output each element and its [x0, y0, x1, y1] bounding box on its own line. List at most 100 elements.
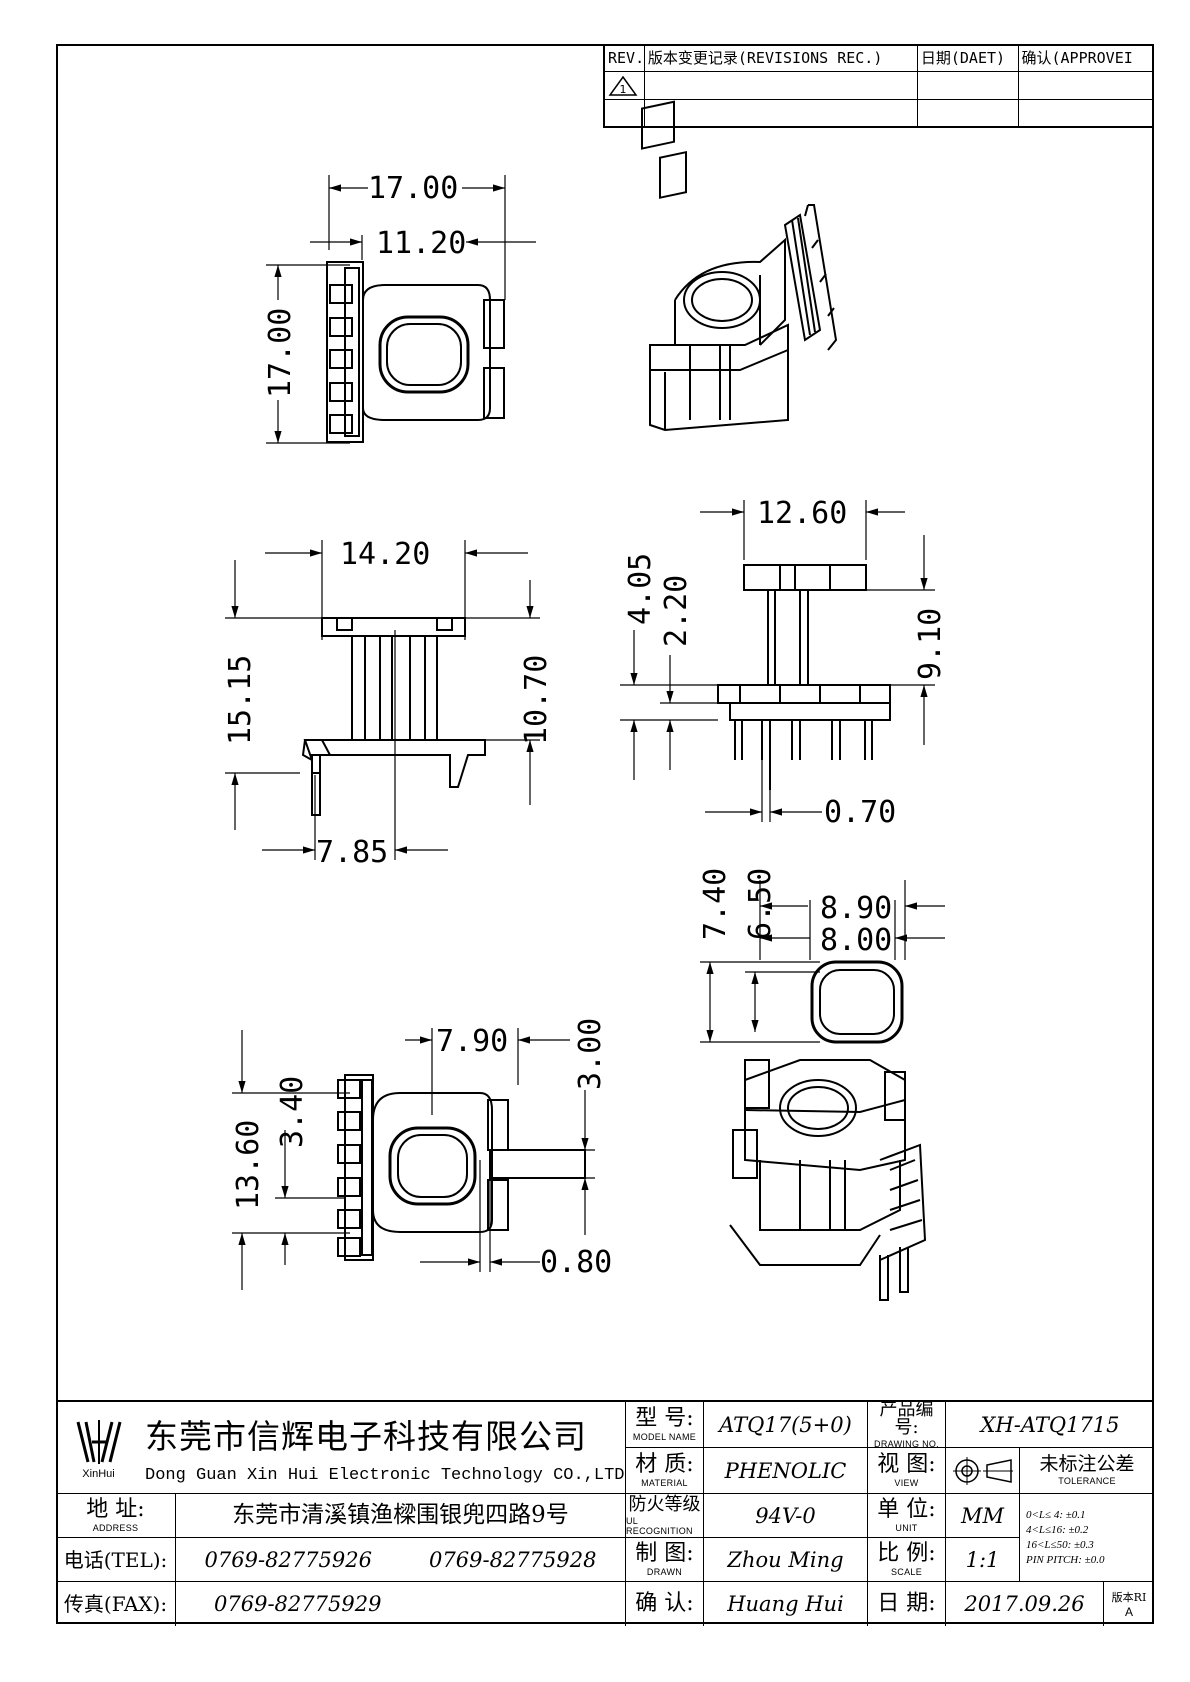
drawn-label-cell: 制 图: DRAWN — [626, 1538, 704, 1582]
tel-label-cell: 电话(TEL): — [56, 1538, 176, 1582]
scale-label-cell: 比 例: SCALE — [868, 1538, 946, 1582]
dim-window-inner-height: 6.50 — [743, 868, 778, 940]
model-value-cell: ATQ17(5+0) — [704, 1402, 868, 1448]
view-label-en: VIEW — [894, 1477, 919, 1488]
drawing-no-label-cell: 产品编号: DRAWING NO. — [868, 1402, 946, 1448]
fax-label: 传真(FAX): — [63, 1592, 168, 1616]
version-cell: 版本RI A — [1104, 1582, 1154, 1626]
revision-date-cell — [918, 100, 1019, 128]
unit-value: MM — [960, 1503, 1004, 1528]
revision-triangle-icon: 1 — [605, 72, 645, 99]
dim-bottom-gap: 3.00 — [573, 1018, 608, 1090]
drawing-no-value: XH-ATQ1715 — [980, 1412, 1120, 1437]
view-label: 视 图: — [877, 1451, 936, 1477]
company-logo: XinHui — [56, 1402, 141, 1493]
revision-cell — [645, 72, 918, 99]
tolerance-label-cell: 未标注公差 TOLERANCE — [1020, 1448, 1154, 1494]
dim-front-width: 14.20 — [340, 537, 430, 572]
tel-label: 电话(TEL): — [63, 1547, 168, 1572]
date-col-header: 日期(DAET) — [918, 44, 1019, 71]
material-label-en: MATERIAL — [641, 1477, 688, 1488]
drawing-no-label: 产品编号: — [879, 1402, 934, 1438]
unit-label-cell: 单 位: UNIT — [868, 1494, 946, 1538]
dim-side-width: 12.60 — [757, 496, 847, 531]
approve-col-header: 确认(APPROVEI — [1021, 49, 1133, 67]
projection-symbol-cell — [946, 1448, 1020, 1494]
scale-value: 1:1 — [965, 1547, 1000, 1572]
drawn-label: 制 图: — [635, 1540, 694, 1566]
tel-value-cell: 0769-82775926 0769-82775928 — [176, 1538, 626, 1582]
date-value: 2017.09.26 — [964, 1592, 1085, 1616]
model-label: 型 号: — [635, 1405, 694, 1431]
tolerance-row: 0<L≤ 4: ±0.1 — [1026, 1508, 1086, 1521]
tolerance-table: 0<L≤ 4: ±0.1 4<L≤16: ±0.2 16<L≤50: ±0.3 … — [1020, 1494, 1154, 1582]
address-label-en: ADDRESS — [92, 1522, 139, 1533]
unit-label: 单 位: — [877, 1496, 936, 1522]
drawing-no-value-cell: XH-ATQ1715 — [946, 1402, 1154, 1448]
fax-label-cell: 传真(FAX): — [56, 1582, 176, 1626]
tolerance-label-en: TOLERANCE — [1058, 1476, 1116, 1486]
company-name-en: Dong Guan Xin Hui Electronic Technology … — [145, 1466, 625, 1485]
revisions-col-header: 版本变更记录(REVISIONS REC.) — [645, 44, 918, 71]
model-label-en: MODEL NAME — [632, 1431, 697, 1442]
dim-front-flange: 10.70 — [519, 655, 554, 745]
ul-label-cell: 防火等级 UL RECOGNITION — [626, 1494, 704, 1538]
material-value-cell: PHENOLIC — [704, 1448, 868, 1494]
title-block: XinHui 东莞市信辉电子科技有限公司 Dong Guan Xin Hui E… — [56, 1400, 1154, 1626]
confirm-value-cell: Huang Hui — [704, 1582, 868, 1626]
address-value: 东莞市清溪镇渔樑围银兜四路9号 — [232, 1502, 569, 1528]
fax-value: 0769-82775929 — [214, 1592, 382, 1616]
address-label: 地 址: — [86, 1496, 145, 1522]
dim-window-outer-width: 8.90 — [820, 891, 892, 926]
drawn-label-en: DRAWN — [646, 1566, 683, 1577]
address-value-cell: 东莞市清溪镇渔樑围银兜四路9号 — [176, 1494, 626, 1538]
revision-cell — [645, 100, 918, 128]
top-view: 17.00 11.20 17.00 — [263, 171, 536, 444]
scale-label-en: SCALE — [890, 1566, 922, 1577]
scale-label: 比 例: — [877, 1540, 936, 1566]
tolerance-row: 16<L≤50: ±0.3 — [1026, 1538, 1094, 1551]
tel-value-1: 0769-82775926 — [204, 1547, 372, 1572]
material-label: 材 质: — [635, 1451, 694, 1477]
dim-bottom-width: 7.90 — [436, 1024, 508, 1059]
date-value-cell: 2017.09.26 — [946, 1582, 1104, 1626]
drawing-sheet-border — [56, 44, 1154, 1624]
bottom-view: 7.90 3.00 13.60 3.40 0.80 — [231, 1018, 612, 1290]
confirm-label: 确 认: — [635, 1591, 694, 1616]
technical-drawing: 17.00 11.20 17.00 — [223, 100, 948, 1301]
confirm-label-cell: 确 认: — [626, 1582, 704, 1626]
tolerance-label: 未标注公差 — [1039, 1453, 1135, 1475]
drawn-value: Zhou Ming — [727, 1547, 844, 1572]
dim-top-width: 17.00 — [368, 171, 458, 206]
dim-window-outer-height: 7.40 — [698, 868, 733, 940]
dim-top-height: 17.00 — [263, 308, 298, 398]
revision-symbol: 1 — [620, 83, 627, 96]
ul-label-en: UL RECOGNITION — [626, 1515, 693, 1536]
rev-col-header: REV. — [605, 44, 645, 71]
unit-label-en: UNIT — [895, 1522, 918, 1533]
version-value: A — [1124, 1605, 1133, 1619]
dim-window-inner-width: 8.00 — [820, 923, 892, 958]
dim-bottom-height: 13.60 — [231, 1120, 266, 1210]
ul-label: 防火等级 — [628, 1494, 701, 1515]
revision-header-row: REV. 版本变更记录(REVISIONS REC.) 日期(DAET) 确认(… — [605, 44, 1154, 72]
drawing-no-label-en: DRAWING NO. — [874, 1438, 939, 1448]
revision-row: 1 — [605, 72, 1154, 100]
isometric-view-bottom — [729, 1059, 927, 1301]
dim-side-pin-length: 4.05 — [623, 553, 658, 625]
dim-front-pin-offset: 7.85 — [316, 835, 388, 870]
unit-value-cell: MM — [946, 1494, 1020, 1538]
material-label-cell: 材 质: MATERIAL — [626, 1448, 704, 1494]
company-names: 东莞市信辉电子科技有限公司 Dong Guan Xin Hui Electron… — [141, 1410, 624, 1485]
dim-bottom-pin-pitch: 3.40 — [275, 1076, 310, 1148]
front-view: 14.20 15.15 10.70 7.85 — [223, 537, 554, 870]
confirm-value: Huang Hui — [727, 1592, 844, 1616]
address-label-cell: 地 址: ADDRESS — [56, 1494, 176, 1538]
side-view: 12.60 4.05 2.20 9.10 0.70 — [620, 496, 948, 830]
scale-value-cell: 1:1 — [946, 1538, 1020, 1582]
material-value: PHENOLIC — [724, 1458, 847, 1483]
date-label-cell: 日 期: — [868, 1582, 946, 1626]
version-label: 版本RI — [1111, 1591, 1147, 1604]
model-value: ATQ17(5+0) — [719, 1412, 852, 1437]
first-angle-projection-icon — [952, 1456, 1013, 1485]
